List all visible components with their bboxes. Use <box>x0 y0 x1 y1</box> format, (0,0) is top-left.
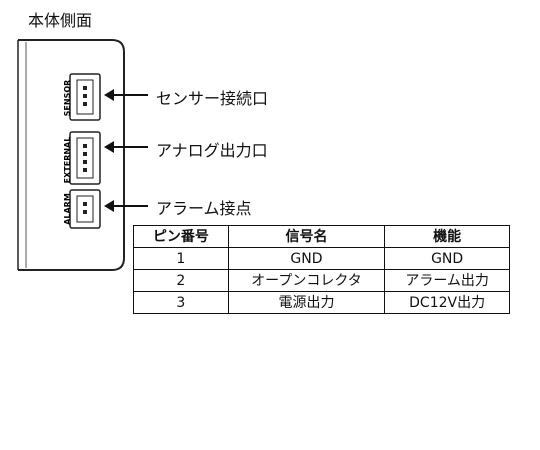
pin-number-cell: 3 <box>133 291 229 314</box>
sensor-side-label: SENSOR <box>63 80 72 117</box>
table-row: 2 オープンコレクタ アラーム出力 <box>133 269 510 292</box>
pin-table-header-row: ピン番号 信号名 機能 <box>133 225 510 248</box>
sensor-connector <box>69 73 101 121</box>
sensor-callout: センサー接続口 <box>156 89 269 108</box>
function-cell: DC12V出力 <box>384 291 510 314</box>
header-function: 機能 <box>384 225 510 248</box>
sensor-arrow <box>104 89 148 101</box>
external-arrow <box>104 141 148 153</box>
alarm-arrow <box>104 200 148 212</box>
signal-name-cell: GND <box>227 247 386 270</box>
page-title: 本体側面 <box>28 11 93 30</box>
external-connector <box>69 131 101 185</box>
pin-number-cell: 1 <box>133 247 229 270</box>
pin-table: ピン番号 信号名 機能 1 GND GND 2 オープンコレクタ アラーム出力 … <box>133 225 510 314</box>
signal-name-cell: 電源出力 <box>227 291 386 314</box>
signal-name-cell: オープンコレクタ <box>227 269 386 292</box>
external-side-label: EXTERNAL <box>63 137 72 184</box>
table-row: 3 電源出力 DC12V出力 <box>133 291 510 314</box>
external-callout: アナログ出力口 <box>156 141 268 160</box>
header-signal-name: 信号名 <box>227 225 386 248</box>
header-pin-number: ピン番号 <box>133 225 229 248</box>
pin-number-cell: 2 <box>133 269 229 292</box>
alarm-callout: アラーム接点 <box>156 199 252 218</box>
function-cell: GND <box>384 247 510 270</box>
table-row: 1 GND GND <box>133 247 510 270</box>
function-cell: アラーム出力 <box>384 269 510 292</box>
device-body-outline <box>18 39 125 271</box>
alarm-connector <box>69 189 101 229</box>
alarm-side-label: ALARM <box>63 193 72 225</box>
